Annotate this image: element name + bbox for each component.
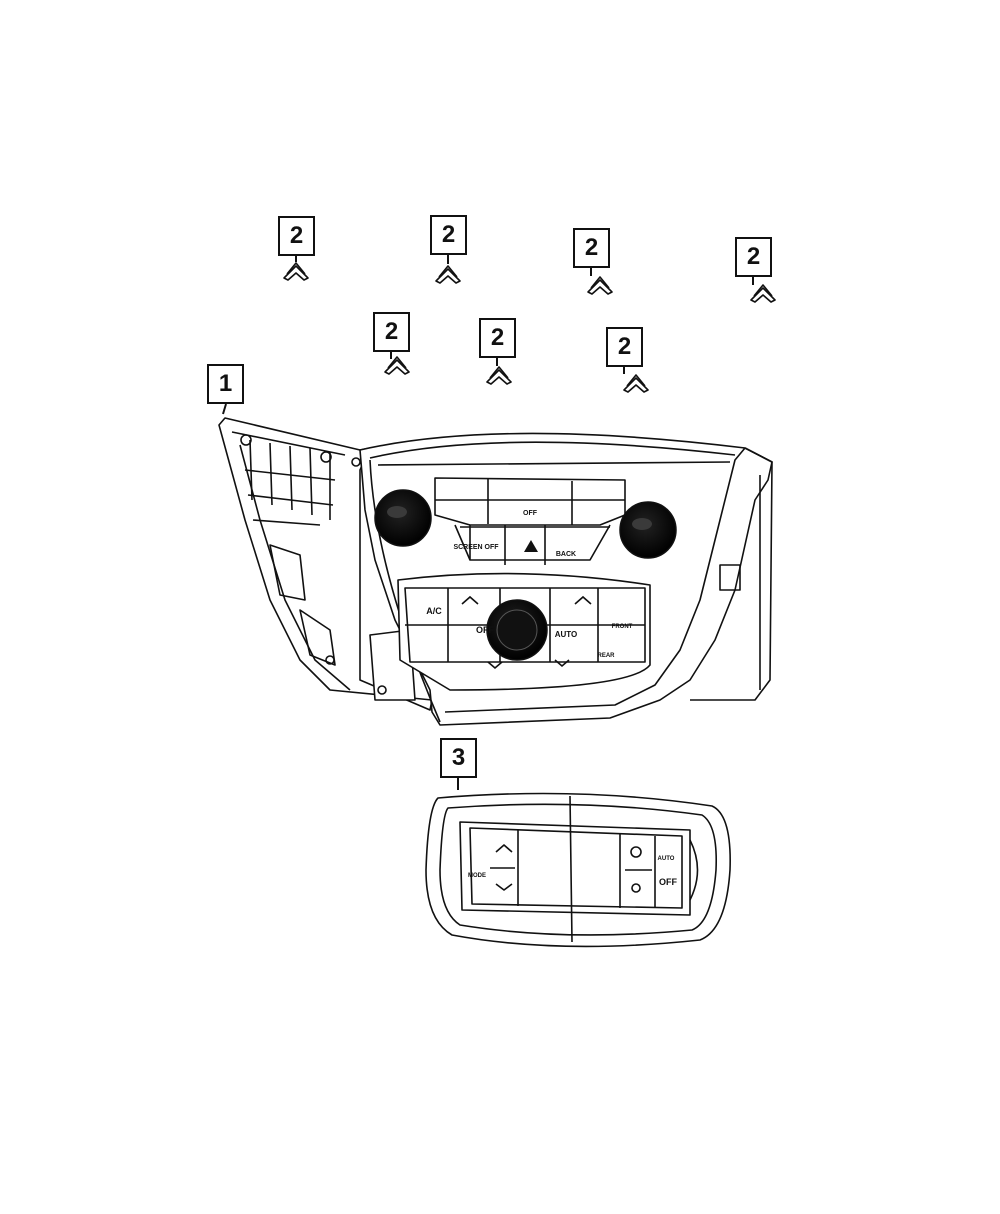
chevrons [461, 595, 592, 670]
clip-icon [750, 284, 776, 303]
leader-lines [222, 255, 754, 790]
fan-knob-center [486, 599, 548, 661]
clip-icons [283, 262, 776, 393]
temperature-knob-left [374, 489, 432, 547]
ac-label: A/C [426, 606, 442, 616]
clip-icon [435, 265, 461, 284]
temperature-knob-right [619, 501, 677, 559]
callout-2: 2 [373, 312, 410, 352]
clip-icon [384, 356, 410, 375]
screen-off-label: SCREEN OFF [453, 544, 499, 551]
callout-2: 2 [573, 228, 610, 268]
rear-climate-module [425, 792, 731, 948]
clip-icon [623, 374, 649, 393]
rear-off-label: OFF [659, 877, 677, 887]
warning-icon [524, 540, 538, 552]
callout-2: 2 [735, 237, 772, 277]
rear-auto-label: AUTO [658, 856, 675, 862]
callout-2: 2 [430, 215, 467, 255]
auto-label: AUTO [555, 630, 578, 639]
clip-icon [587, 276, 613, 295]
top-off-label: OFF [523, 510, 538, 517]
rear-mode-label: MODE [468, 873, 486, 879]
callout-1: 1 [207, 364, 244, 404]
callout-2: 2 [278, 216, 315, 256]
clip-icon [283, 262, 309, 281]
clip-icon [486, 366, 512, 385]
instrument-panel [218, 417, 773, 726]
front-label: FRONT [612, 624, 633, 630]
off-label: OFF [476, 625, 494, 635]
rear-label: REAR [597, 653, 615, 659]
callout-2: 2 [479, 318, 516, 358]
callout-3: 3 [440, 738, 477, 778]
back-label: BACK [556, 551, 576, 558]
callout-2: 2 [606, 327, 643, 367]
